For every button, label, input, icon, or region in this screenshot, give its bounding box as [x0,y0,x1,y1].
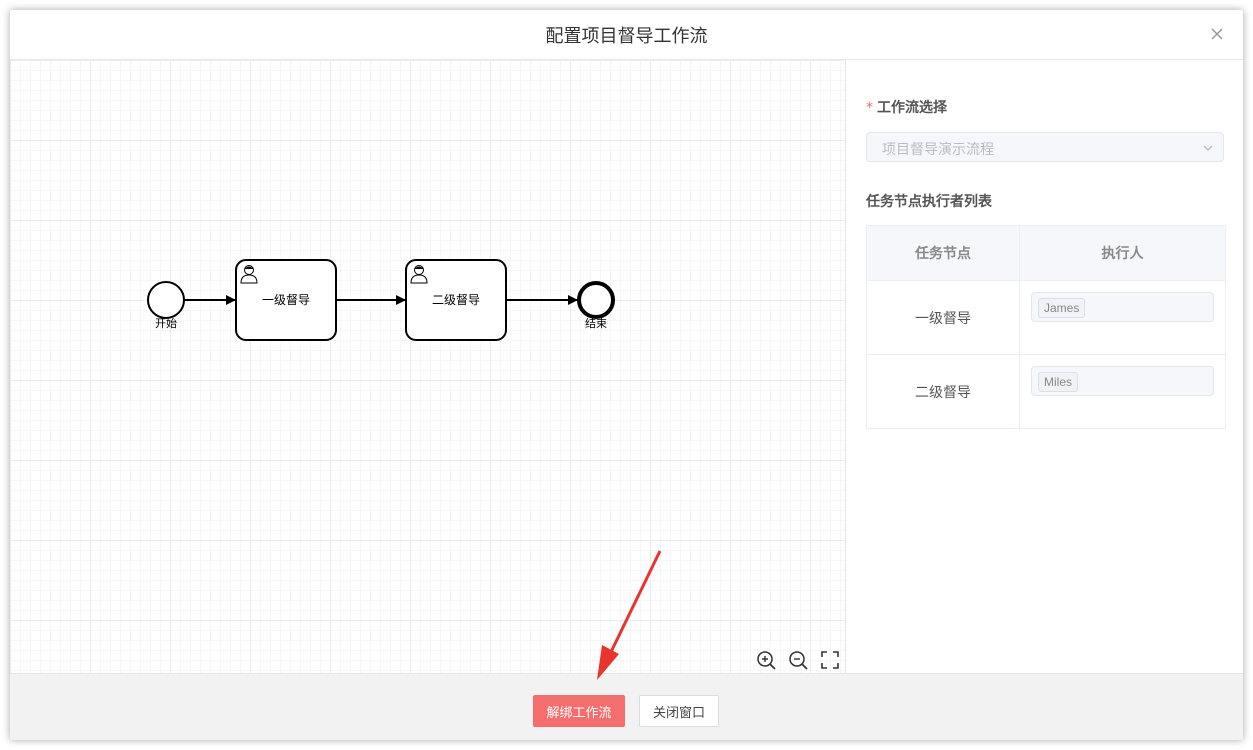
workflow-select[interactable]: 项目督导演示流程 [866,132,1224,162]
user-task-2[interactable]: 二级督导 [405,259,507,341]
workflow-select-label-text: 工作流选择 [877,100,947,116]
required-mark: * [866,100,873,116]
zoom-in-icon[interactable] [755,649,777,671]
executor-select[interactable]: James [1031,292,1214,322]
zoom-out-icon[interactable] [787,649,809,671]
table-header-row: 任务节点 执行人 [866,225,1226,281]
start-event[interactable]: 开始 [147,281,185,330]
column-header-node: 任务节点 [866,225,1020,281]
config-panel: *工作流选择 项目督导演示流程 任务节点执行者列表 任务节点 执行人 一级督导 [846,60,1243,673]
flow-diagram: 开始 一级督导 二级督导 [147,259,615,341]
dialog-footer: 解绑工作流 关闭窗口 [10,673,1243,740]
executor-tag: James [1038,298,1086,318]
close-icon[interactable] [1207,24,1227,44]
table-row: 一级督导 James [866,280,1226,355]
executor-list-title: 任务节点执行者列表 [866,194,992,210]
bpmn-canvas[interactable]: 开始 一级督导 二级督导 [10,60,846,673]
task-1-label: 一级督导 [262,292,310,307]
fit-screen-icon[interactable] [819,649,841,671]
workflow-dialog: 配置项目督导工作流 开始 [10,10,1243,740]
column-header-executor: 执行人 [1019,225,1226,281]
chevron-down-icon [1203,145,1213,151]
start-event-label: 开始 [155,316,177,330]
executor-select[interactable]: Miles [1031,366,1214,396]
table-row: 二级督导 Miles [866,354,1226,429]
end-event[interactable]: 结束 [577,281,615,330]
user-icon [240,265,258,284]
task-2-label: 二级督导 [432,292,480,307]
dialog-title: 配置项目督导工作流 [545,25,708,47]
end-event-label: 结束 [585,317,607,330]
executor-cell: James [1019,280,1226,355]
executor-cell: Miles [1019,354,1226,429]
executor-table: 任务节点 执行人 一级督导 James 二级督导 [866,225,1226,429]
workflow-select-value: 项目督导演示流程 [882,142,994,158]
unbind-workflow-button[interactable]: 解绑工作流 [533,695,625,727]
node-cell: 二级督导 [866,354,1020,429]
close-window-button[interactable]: 关闭窗口 [639,695,719,727]
dialog-header: 配置项目督导工作流 [10,10,1243,60]
node-cell: 一级督导 [866,280,1020,355]
workflow-select-label: *工作流选择 [866,97,947,117]
user-icon [410,265,428,284]
executor-tag: Miles [1038,372,1079,392]
zoom-toolbar [755,649,841,671]
user-task-1[interactable]: 一级督导 [235,259,337,341]
